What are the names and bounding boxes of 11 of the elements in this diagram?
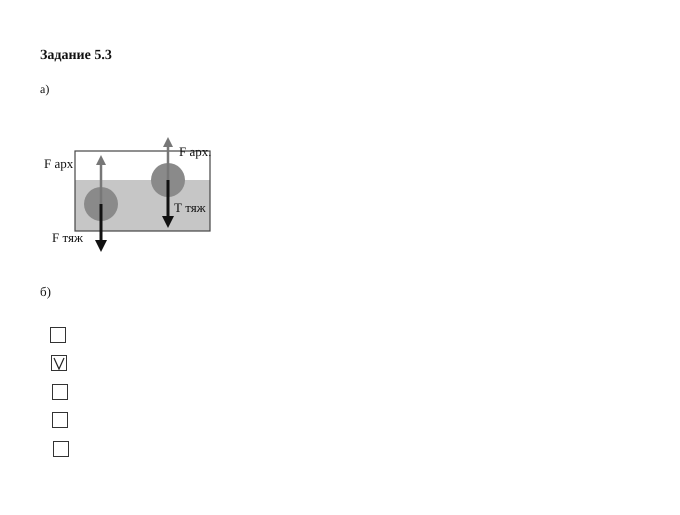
item-letter: б) [40,284,51,299]
force-label: F арх [44,156,74,171]
task-heading: Задание 5.3 [40,48,112,63]
checkbox [50,327,66,343]
force-label: Т тяж [174,200,206,215]
checkbox [52,412,68,428]
force-label: F тяж [52,230,83,245]
checkbox [52,384,68,400]
item-letter: а) [40,82,50,97]
checkbox [53,441,69,457]
checked-checkbox [51,355,67,371]
